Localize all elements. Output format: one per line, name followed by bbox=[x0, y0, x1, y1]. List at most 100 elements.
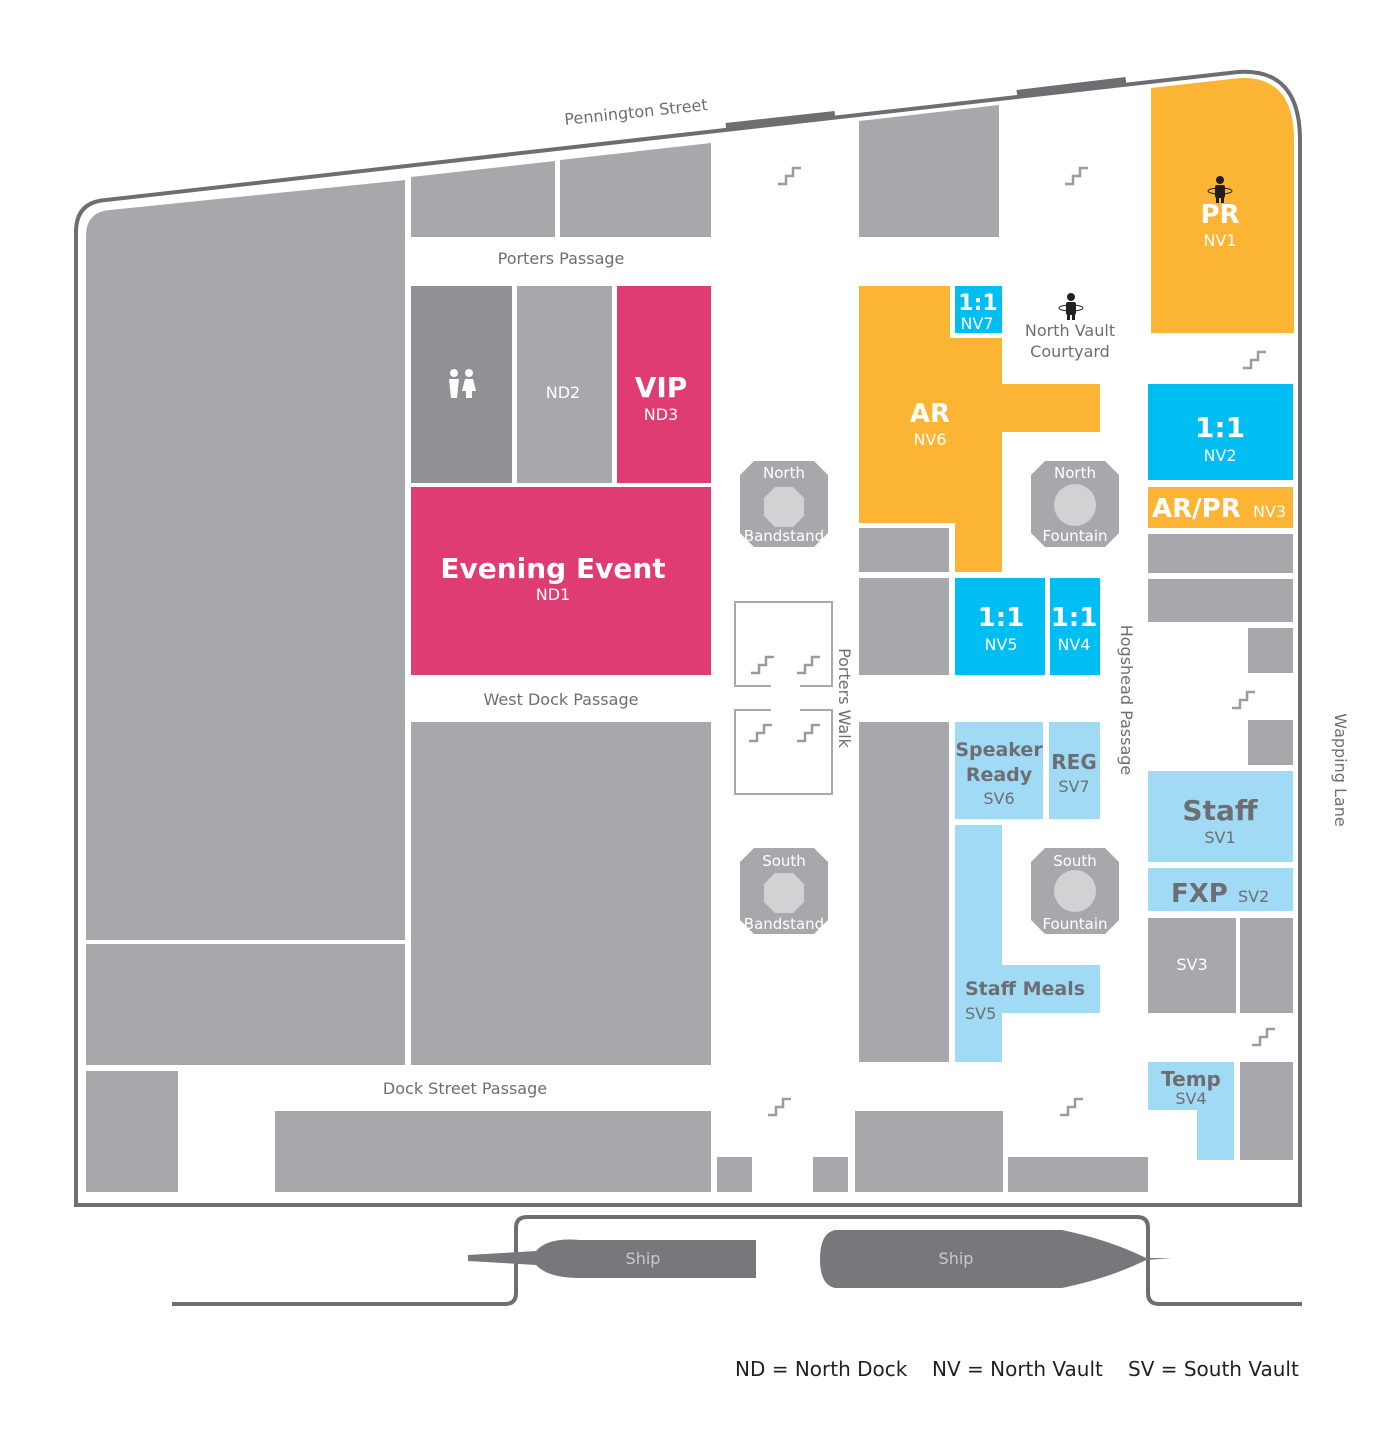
nv7-name: 1:1 bbox=[958, 291, 997, 316]
sv4-temp-room[interactable] bbox=[1148, 1062, 1234, 1160]
ship-left-label: Ship bbox=[626, 1249, 661, 1268]
nv4-name: 1:1 bbox=[1051, 603, 1098, 633]
nd1-evening-event-room[interactable] bbox=[411, 487, 711, 675]
pennington-street-label: Pennington Street bbox=[563, 95, 708, 129]
stairs-icon bbox=[778, 166, 801, 186]
porters-passage-label: Porters Passage bbox=[498, 249, 625, 268]
building-block bbox=[855, 1111, 1003, 1192]
sv3-room[interactable] bbox=[1148, 918, 1236, 1013]
sv5-code: SV5 bbox=[965, 1004, 996, 1023]
nd3-vip-room[interactable] bbox=[617, 286, 711, 483]
nv2-room[interactable] bbox=[1148, 384, 1293, 480]
ship-right bbox=[820, 1230, 1172, 1288]
nv5-room[interactable] bbox=[955, 578, 1045, 675]
sv1-name: Staff bbox=[1182, 794, 1257, 827]
south-fountain-center bbox=[1054, 870, 1096, 912]
north-fountain-label: North bbox=[1054, 464, 1096, 482]
nv7-code: NV7 bbox=[960, 314, 993, 333]
nv6-name: AR bbox=[910, 399, 950, 429]
legend-sv: SV = South Vault bbox=[1128, 1357, 1299, 1381]
west-building-block bbox=[86, 944, 405, 1065]
sv6-name-line1: Speaker bbox=[955, 739, 1043, 761]
site-outline bbox=[74, 69, 1302, 1207]
building-block bbox=[813, 1157, 848, 1192]
toilets-icon bbox=[449, 369, 476, 398]
nv1-pr-room[interactable] bbox=[1151, 77, 1294, 333]
stairs-icon bbox=[1243, 350, 1266, 370]
sv7-reg-room[interactable] bbox=[1049, 722, 1100, 819]
nv6-code: NV6 bbox=[913, 430, 946, 449]
west-dock-passage-label: West Dock Passage bbox=[484, 690, 639, 709]
north-fountain-label: Fountain bbox=[1042, 527, 1107, 545]
sv1-staff-room[interactable] bbox=[1148, 771, 1293, 862]
west-building-block bbox=[86, 180, 405, 940]
south-bandstand-label: Bandstand bbox=[744, 915, 824, 933]
building-block bbox=[859, 528, 949, 572]
north-vault-courtyard-label: North Vault bbox=[1025, 321, 1115, 340]
nv4-code: NV4 bbox=[1057, 635, 1090, 654]
sv5-name: Staff Meals bbox=[965, 978, 1085, 1000]
porters-walk-label: Porters Walk bbox=[835, 648, 854, 749]
ship-right-label: Ship bbox=[939, 1249, 974, 1268]
nd2-code: ND2 bbox=[546, 383, 580, 402]
stairs-icon bbox=[1065, 166, 1088, 186]
nd2-room[interactable] bbox=[517, 286, 612, 483]
toilets-block bbox=[411, 286, 512, 483]
building-block bbox=[1248, 720, 1293, 765]
south-fountain-label: Fountain bbox=[1042, 915, 1107, 933]
nd3-code: ND3 bbox=[644, 405, 678, 424]
stairs-icon bbox=[797, 723, 820, 743]
ship-left bbox=[468, 1239, 756, 1278]
nv3-ar-pr-room[interactable] bbox=[1148, 487, 1293, 528]
sv4-code: SV4 bbox=[1175, 1089, 1206, 1108]
north-vault-courtyard-label: Courtyard bbox=[1030, 342, 1110, 361]
north-bandstand-label: Bandstand bbox=[744, 527, 824, 545]
nv3-name: AR/PR bbox=[1152, 494, 1241, 524]
sv6-name-line2: Ready bbox=[966, 764, 1033, 786]
building-block bbox=[859, 105, 999, 237]
west-building-block bbox=[411, 722, 711, 1065]
stairs-icon bbox=[768, 1097, 791, 1117]
south-fountain-label: South bbox=[1053, 852, 1097, 870]
south-bandstand-label: South bbox=[762, 852, 806, 870]
south-bandstand-center bbox=[764, 873, 804, 913]
stairs-icon bbox=[1252, 1027, 1275, 1047]
entrance-mark bbox=[1016, 77, 1127, 98]
sv1-code: SV1 bbox=[1204, 828, 1235, 847]
building-block bbox=[560, 143, 711, 237]
nd1-name: Evening Event bbox=[440, 552, 665, 585]
sv7-name: REG bbox=[1051, 750, 1096, 774]
nd1-code: ND1 bbox=[536, 585, 570, 604]
sv2-fxp-room[interactable] bbox=[1148, 868, 1293, 911]
stairs-icon bbox=[1232, 690, 1255, 710]
dock-outline bbox=[172, 1215, 1302, 1306]
wapping-lane-label: Wapping Lane bbox=[1331, 713, 1350, 826]
nv1-code: NV1 bbox=[1203, 231, 1236, 250]
north-bandstand-label: North bbox=[763, 464, 805, 482]
building-block bbox=[275, 1111, 711, 1192]
sv2-code: SV2 bbox=[1238, 887, 1269, 906]
nv3-code: NV3 bbox=[1253, 502, 1286, 521]
building-block bbox=[1240, 1062, 1293, 1160]
building-block bbox=[1148, 579, 1293, 622]
stairs-icon bbox=[749, 723, 772, 743]
nv5-code: NV5 bbox=[984, 635, 1017, 654]
building-block bbox=[1148, 534, 1293, 573]
nv1-name: PR bbox=[1200, 200, 1239, 230]
nd3-name: VIP bbox=[635, 371, 688, 404]
stairs-icon bbox=[797, 655, 820, 675]
nv6-ar-room[interactable] bbox=[859, 286, 1100, 572]
sv5-staff-meals-room[interactable] bbox=[955, 825, 1100, 1062]
nv4-room[interactable] bbox=[1050, 578, 1100, 675]
north-fountain-center bbox=[1054, 484, 1096, 526]
nv7-room[interactable] bbox=[955, 286, 1002, 333]
person-icon bbox=[1207, 176, 1233, 203]
sv6-code: SV6 bbox=[983, 789, 1014, 808]
sv6-speaker-ready-room[interactable] bbox=[955, 722, 1043, 819]
sv3-code: SV3 bbox=[1176, 955, 1207, 974]
porters-walk-area bbox=[734, 709, 833, 795]
sv2-name: FXP bbox=[1171, 879, 1228, 909]
hogshead-passage-label: Hogshead Passage bbox=[1117, 625, 1136, 776]
stairs-icon bbox=[1060, 1097, 1083, 1117]
